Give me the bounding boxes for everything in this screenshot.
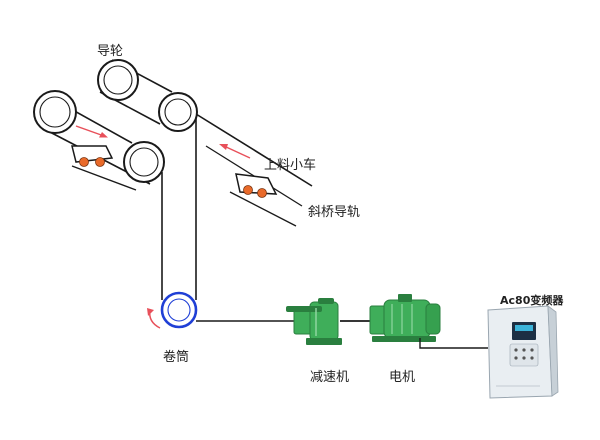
label-feed-trolley: 上料小车 bbox=[264, 158, 317, 173]
vertical-belts bbox=[161, 118, 197, 300]
left-trolley-arrow-icon bbox=[75, 125, 108, 138]
label-motor: 电机 bbox=[389, 370, 416, 385]
left-belt-loop bbox=[33, 90, 165, 185]
left-trolley bbox=[71, 145, 114, 167]
reel-rotation-curved-arrow-icon bbox=[147, 308, 161, 329]
left-trolley-wheel bbox=[95, 157, 105, 167]
label-reducer: 减速机 bbox=[310, 370, 350, 385]
label-inverter: Ac80变频器 bbox=[500, 294, 564, 307]
feed-trolley bbox=[235, 173, 278, 198]
right-belt-loop bbox=[97, 59, 313, 187]
label-incline-rail: 斜桥导轨 bbox=[308, 205, 361, 220]
feed-trolley-wheel bbox=[243, 185, 253, 195]
motor-machine bbox=[369, 294, 441, 342]
left-trolley-wheel bbox=[79, 157, 89, 167]
label-guide-wheel: 导轮 bbox=[97, 44, 124, 59]
feed-trolley-arrow-icon bbox=[219, 144, 251, 159]
label-reel: 卷筒 bbox=[163, 350, 190, 365]
reducer-machine bbox=[286, 298, 342, 345]
power-cable bbox=[419, 338, 488, 349]
reel-drum bbox=[160, 291, 198, 329]
inverter-unit bbox=[487, 305, 559, 399]
feed-trolley-wheel bbox=[257, 188, 267, 198]
left-rail bbox=[71, 165, 137, 191]
